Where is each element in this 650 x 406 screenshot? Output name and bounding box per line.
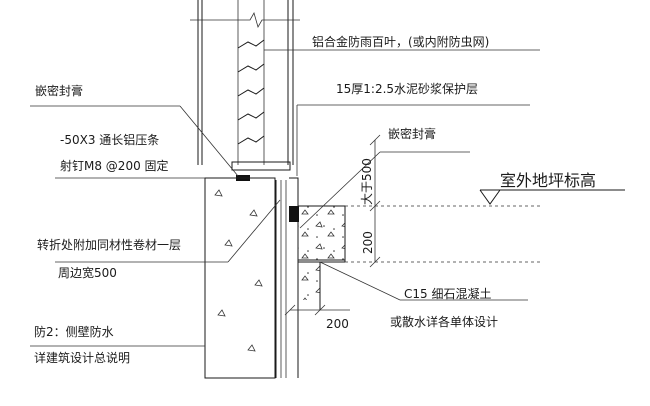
- dimension-slab-label: 200: [361, 231, 375, 254]
- outdoor-level-marker: [479, 189, 625, 205]
- concrete-slab: [298, 205, 540, 310]
- aluminum-strip: [231, 161, 291, 171]
- upper-wall: [190, 0, 300, 165]
- sealant-right-label: 嵌密封膏: [388, 126, 436, 141]
- waterproof-note-label: 详建筑设计总说明: [34, 350, 130, 365]
- concrete-label: C15 细石混凝土: [404, 286, 491, 301]
- waterproof-label: 防2：侧壁防水: [34, 324, 114, 339]
- dimension-height-label: 大于500: [360, 158, 374, 205]
- membrane-width-label: 周边宽500: [58, 265, 117, 280]
- leader-lines: [30, 49, 540, 347]
- dimension-height: [369, 134, 381, 268]
- mortar-layer: [289, 177, 299, 378]
- lower-wall: [204, 169, 290, 379]
- outdoor-level-label: 室外地坪标高: [500, 171, 596, 190]
- concrete-note-label: 或散水详各单体设计: [390, 314, 498, 329]
- louver-label: 铝合金防雨百叶，(或内附防虫网): [312, 34, 489, 49]
- sealant-block-right: [289, 206, 299, 222]
- aluminum-strip-label: -50X3 通长铝压条: [60, 132, 159, 147]
- membrane-label: 转折处附加同材性卷材一层: [37, 237, 181, 252]
- louver-blades: [237, 39, 265, 145]
- mortar-label: 15厚1:2.5水泥砂浆保护层: [336, 81, 478, 96]
- sealant-left-label: 嵌密封膏: [35, 83, 83, 98]
- dimension-width: [284, 304, 350, 316]
- nail-label: 射钉M8 @200 固定: [60, 158, 169, 173]
- dimension-width-label: 200: [326, 317, 349, 331]
- break-line: [190, 11, 300, 29]
